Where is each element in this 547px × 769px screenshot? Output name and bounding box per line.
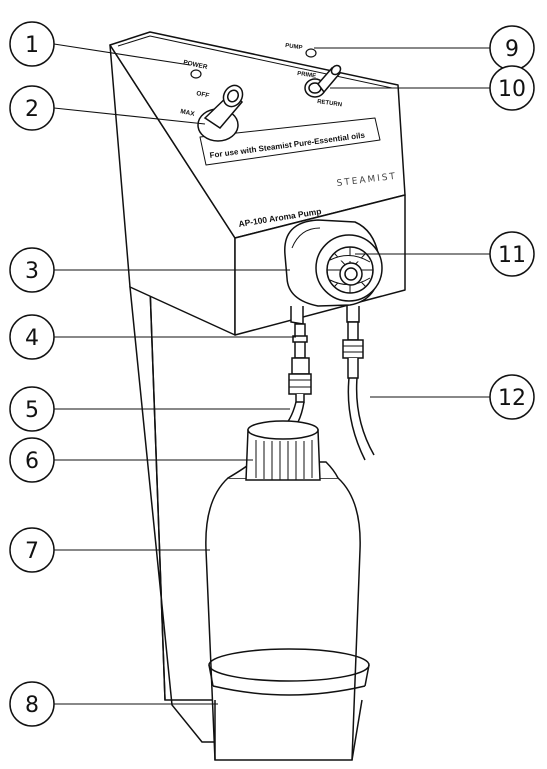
- callout-6: 6: [9, 437, 55, 483]
- callout-5-number: 5: [25, 398, 39, 423]
- callout-7-number: 7: [25, 539, 39, 564]
- callout-3-number: 3: [25, 259, 39, 284]
- callout-10: 10: [489, 65, 535, 111]
- pump-head: [284, 219, 383, 325]
- callout-4: 4: [9, 314, 55, 360]
- prime-label: PRIME: [297, 71, 317, 80]
- speed-control-knob[interactable]: [197, 82, 246, 142]
- oil-bottle: [205, 461, 361, 761]
- callout-8-number: 8: [25, 693, 39, 718]
- callout-4-number: 4: [25, 326, 39, 351]
- leader-lines: [53, 43, 490, 705]
- power-light: [190, 69, 202, 79]
- callout-12-number: 12: [498, 386, 526, 411]
- callout-2: 2: [9, 85, 55, 131]
- bottle-holder: [208, 648, 370, 761]
- callout-10-number: 10: [498, 77, 526, 102]
- callout-11-number: 11: [498, 243, 526, 268]
- prime-return-switch[interactable]: [304, 64, 342, 98]
- pump-label: PUMP: [285, 43, 303, 51]
- callout-8: 8: [9, 681, 55, 727]
- return-label: RETURN: [317, 99, 343, 108]
- off-label: OFF: [196, 90, 210, 100]
- callout-6-number: 6: [25, 449, 39, 474]
- callout-12: 12: [489, 374, 535, 420]
- leader-1: [53, 43, 191, 66]
- callout-1-number: 1: [25, 33, 39, 58]
- bottle-cap: [245, 420, 321, 481]
- callout-3: 3: [9, 247, 55, 293]
- callout-11: 11: [489, 231, 535, 277]
- outlet-fitting: [342, 321, 364, 379]
- callout-2-number: 2: [25, 97, 39, 122]
- callout-1: 1: [9, 21, 55, 67]
- max-label: MAX: [180, 108, 196, 118]
- callout-5: 5: [9, 386, 55, 432]
- callout-7: 7: [9, 527, 55, 573]
- inlet-fitting: [288, 323, 312, 403]
- outlet-tube: [347, 377, 375, 461]
- callout-9: 9: [489, 25, 535, 71]
- callout-9-number: 9: [505, 37, 519, 62]
- leader-2: [53, 107, 206, 125]
- pump-light: [305, 48, 317, 58]
